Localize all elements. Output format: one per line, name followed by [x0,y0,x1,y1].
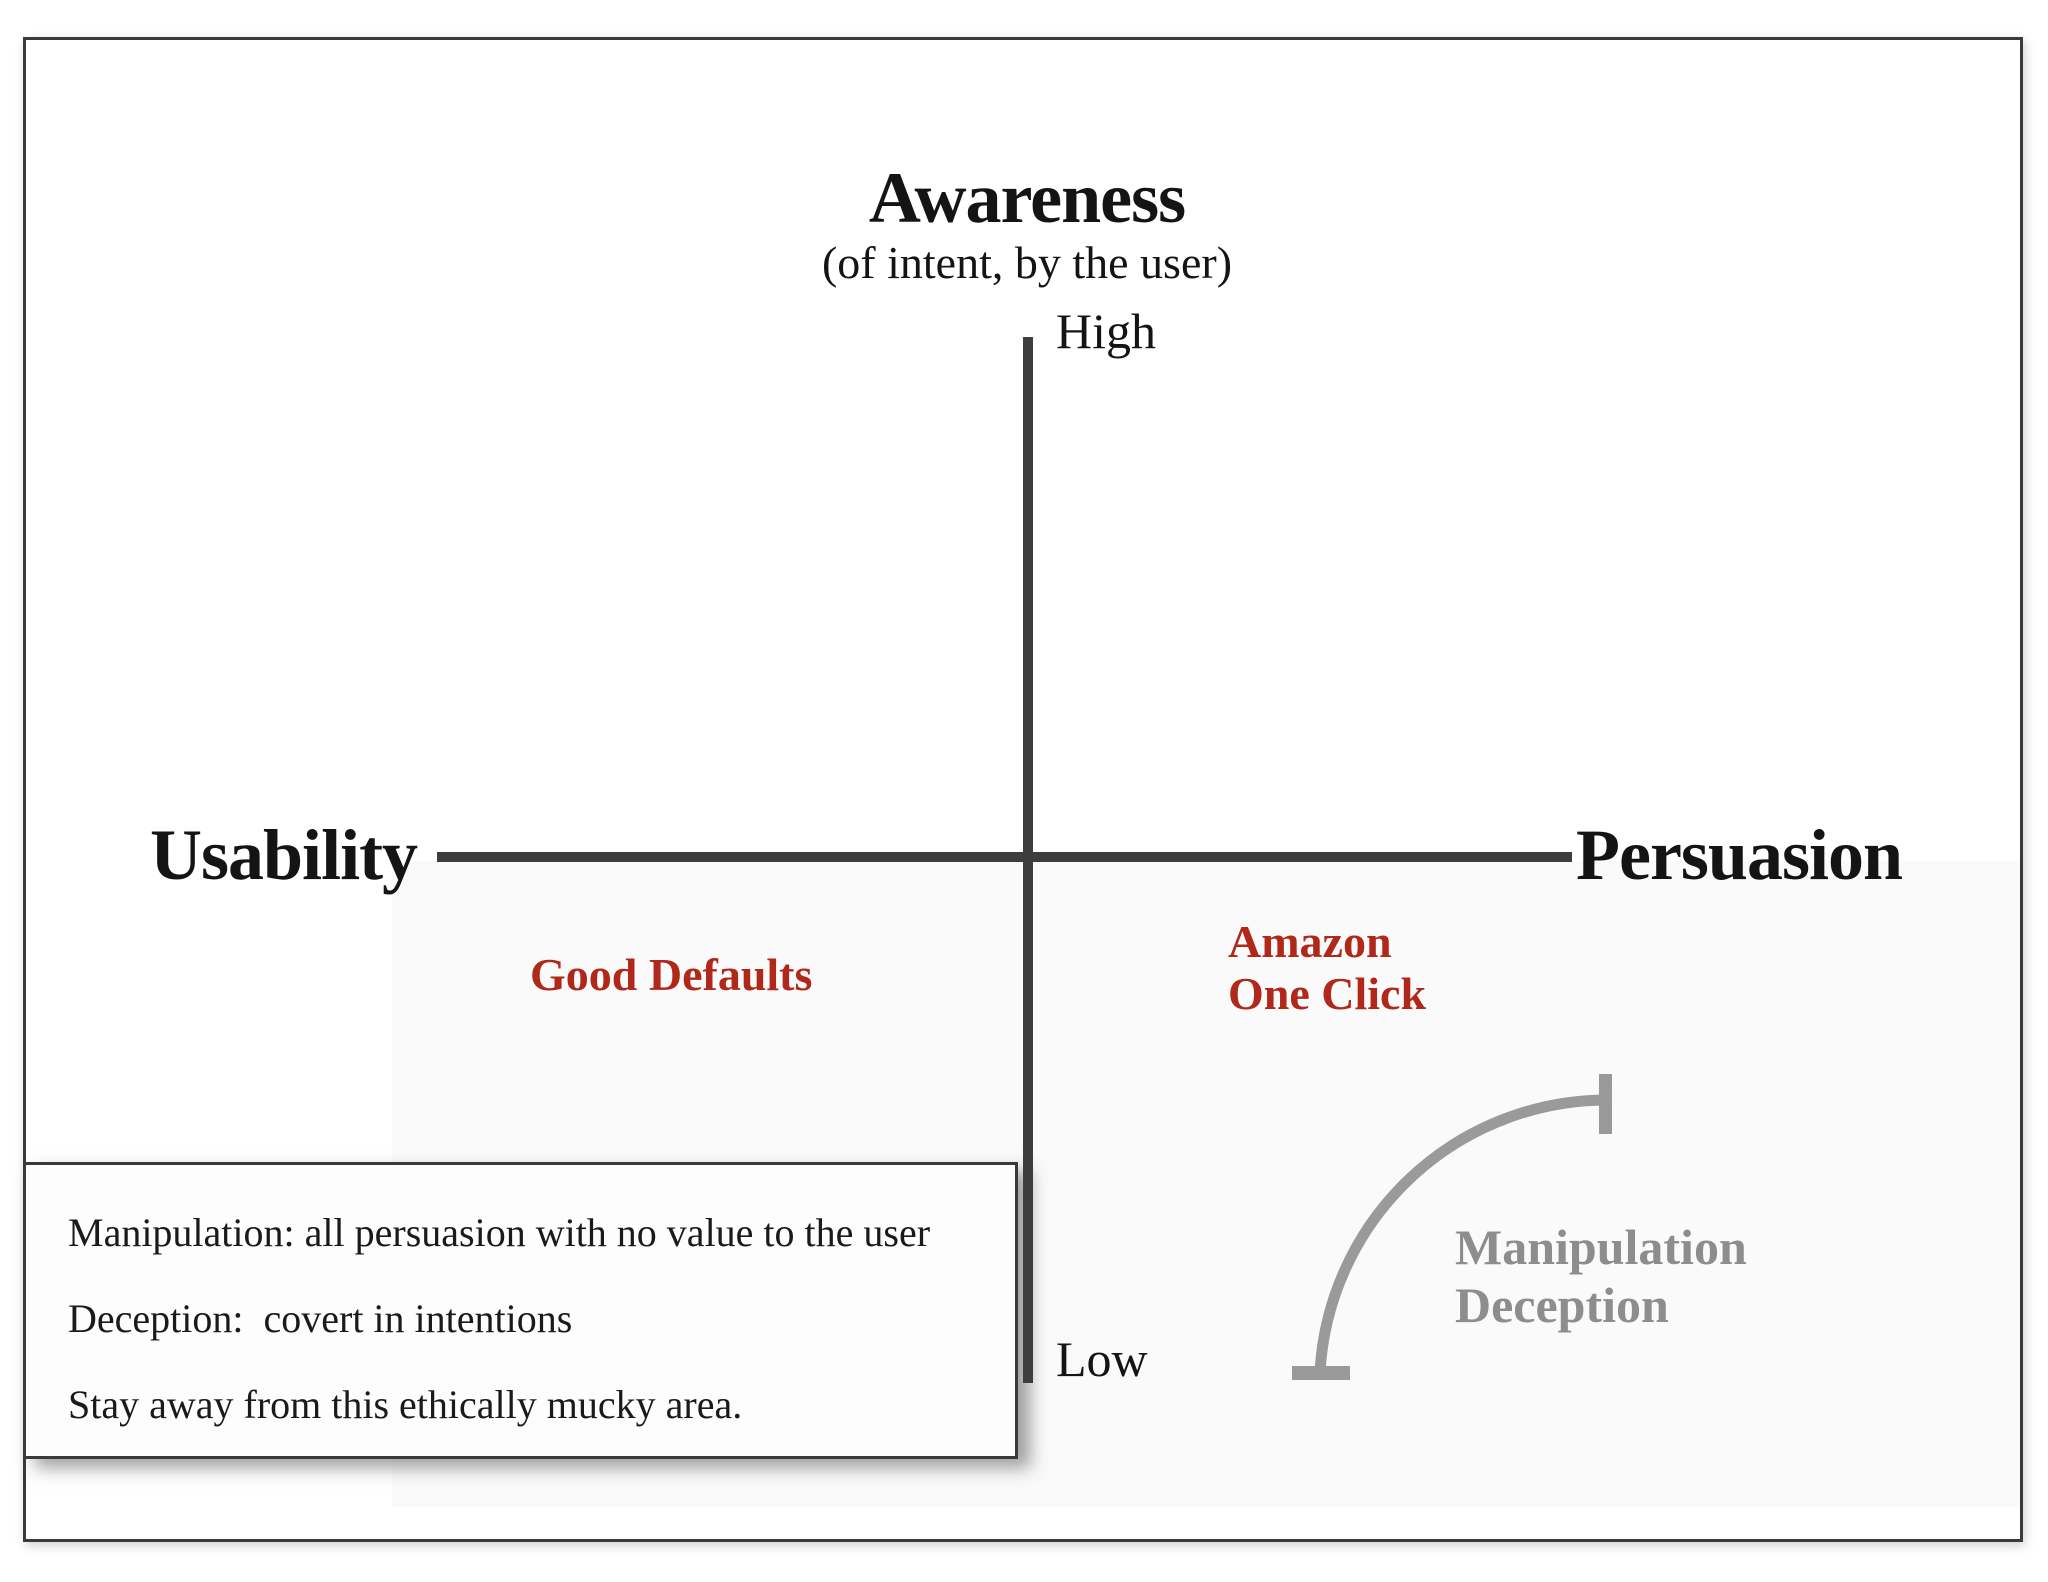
annotation-line1: Manipulation [1455,1219,1747,1275]
vertical-axis-title: Awareness [868,158,1186,238]
definitions-note-box: Manipulation: all persuasion with no val… [23,1162,1018,1459]
note-line-manipulation: Manipulation: all persuasion with no val… [68,1209,931,1255]
axis-label-persuasion: Persuasion [1576,815,1903,895]
example-amazon-line2: One Click [1228,968,1427,1019]
manipulation-deception-annotation: Manipulation Deception [1455,1218,1747,1334]
example-amazon-one-click: Amazon One Click [1228,916,1426,1020]
example-good-defaults: Good Defaults [530,949,813,1000]
note-line-warning: Stay away from this ethically mucky area… [68,1381,743,1427]
axis-tick-high: High [1056,303,1156,359]
example-amazon-line1: Amazon [1228,916,1392,967]
horizontal-axis-line [437,852,1572,862]
note-line-deception: Deception: covert in intentions [68,1295,573,1341]
axis-title-block: Awareness (of intent, by the user) [627,160,1427,286]
axis-tick-low: Low [1056,1331,1148,1387]
annotation-line2: Deception [1455,1277,1669,1333]
axis-label-usability: Usability [150,815,418,895]
vertical-axis-subtitle: (of intent, by the user) [821,237,1233,288]
